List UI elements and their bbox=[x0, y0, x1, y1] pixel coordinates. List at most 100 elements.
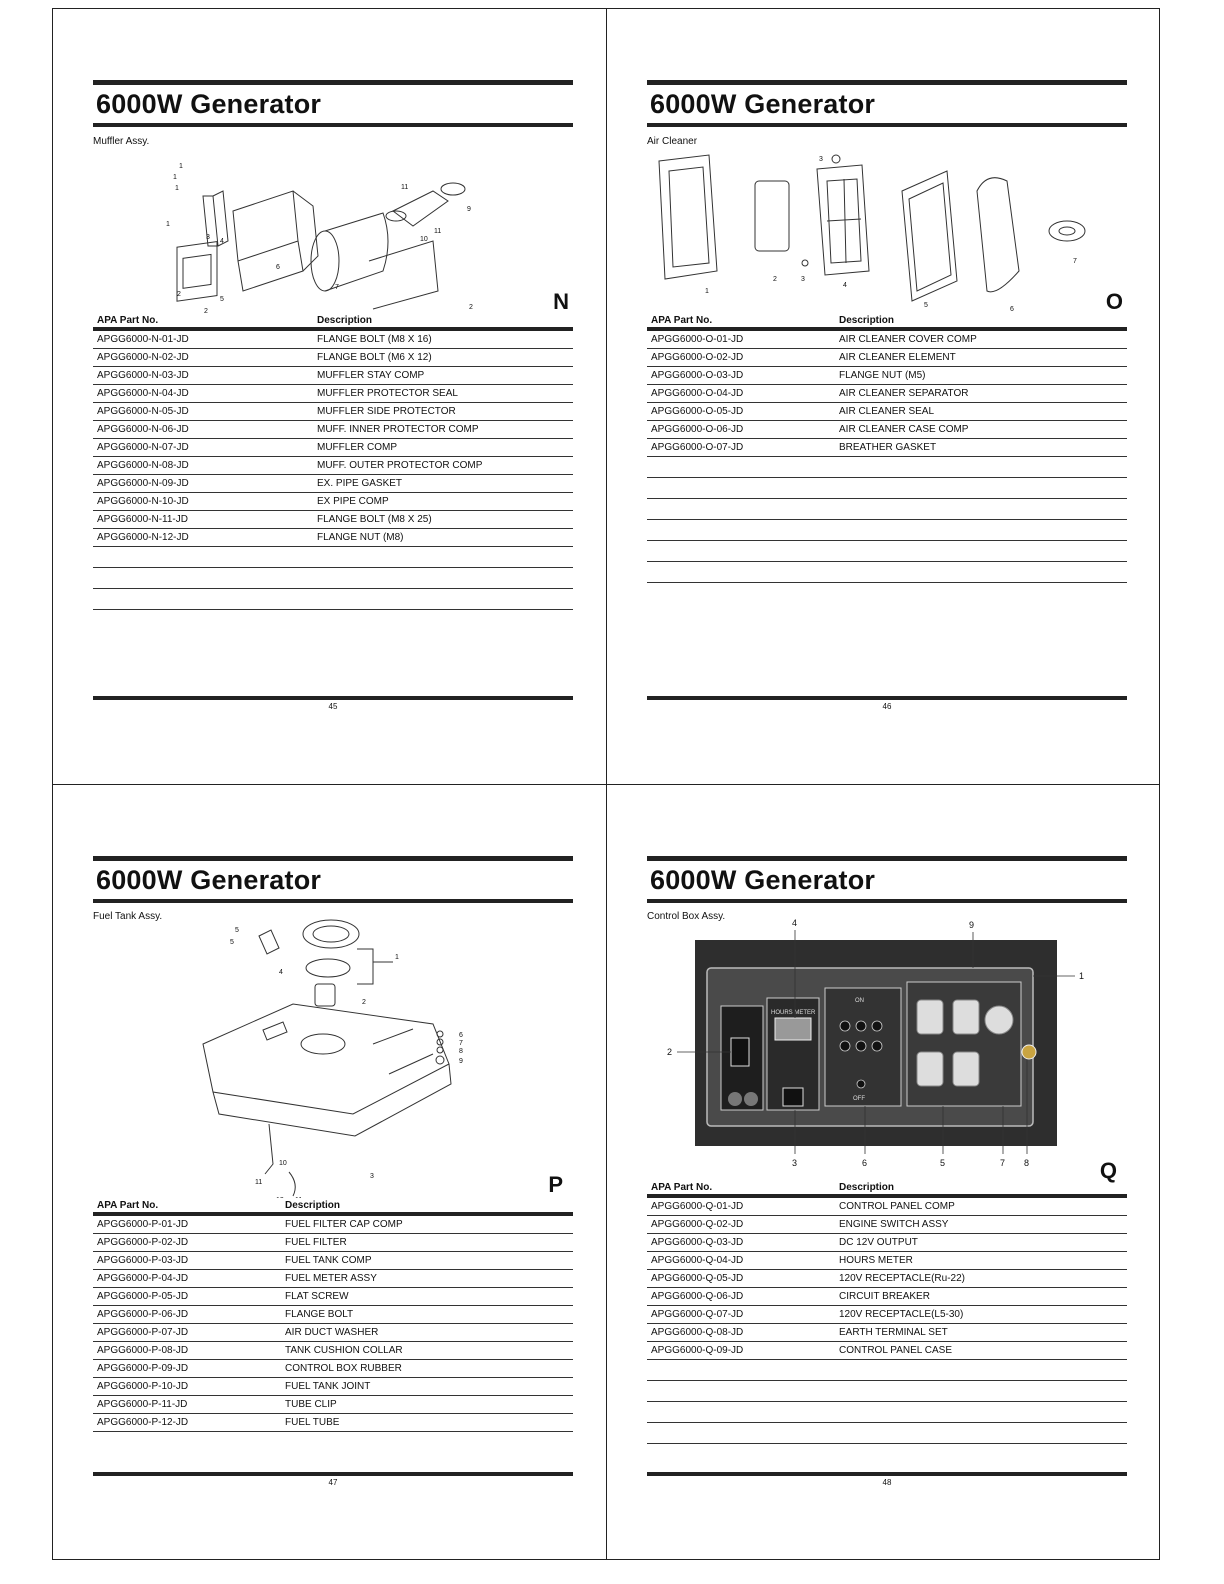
part-number: APGG6000-Q-03-JD bbox=[651, 1237, 744, 1248]
callout-label: 5 bbox=[220, 296, 224, 303]
part-description: FLANGE BOLT bbox=[285, 1309, 354, 1320]
part-number: APGG6000-P-10-JD bbox=[97, 1381, 189, 1392]
blank-row bbox=[647, 541, 1127, 562]
callout-label: 9 bbox=[467, 206, 471, 213]
callout-label: 5 bbox=[230, 939, 234, 946]
description-header: Description bbox=[839, 315, 895, 326]
callout-label: 7 bbox=[1000, 1158, 1005, 1168]
callout-label: 5 bbox=[235, 927, 239, 934]
part-description: 120V RECEPTACLE(L5-30) bbox=[839, 1309, 964, 1320]
callout-label: 6 bbox=[459, 1032, 463, 1039]
callout-label: 9 bbox=[459, 1058, 463, 1065]
callout-label: 8 bbox=[1024, 1158, 1029, 1168]
page-title: 6000W Generator bbox=[96, 89, 322, 119]
part-description: DC 12V OUTPUT bbox=[839, 1237, 918, 1248]
part-number: APGG6000-P-11-JD bbox=[97, 1399, 188, 1410]
part-description: AIR CLEANER SEPARATOR bbox=[839, 388, 969, 399]
title-rule bbox=[647, 80, 1127, 85]
part-number: APGG6000-P-08-JD bbox=[97, 1345, 189, 1356]
callout-label: 7 bbox=[459, 1040, 463, 1047]
part-description: FLAT SCREW bbox=[285, 1291, 349, 1302]
blank-row bbox=[647, 562, 1127, 583]
part-number: APGG6000-P-12-JD bbox=[97, 1417, 189, 1428]
part-description: EX PIPE COMP bbox=[317, 496, 389, 507]
part-description: TANK CUSHION COLLAR bbox=[285, 1345, 403, 1356]
title-rule bbox=[93, 80, 573, 85]
title-rule bbox=[93, 856, 573, 861]
part-description: FLANGE NUT (M5) bbox=[839, 370, 926, 381]
callout-label: 1 bbox=[175, 185, 179, 192]
callout-label: 1 bbox=[395, 954, 399, 961]
table-row: APGG6000-P-08-JD TANK CUSHION COLLAR bbox=[93, 1342, 573, 1360]
description-header: Description bbox=[285, 1200, 341, 1211]
header-rule bbox=[647, 1194, 1127, 1198]
part-number: APGG6000-P-02-JD bbox=[97, 1237, 189, 1248]
assembly-name: Fuel Tank Assy. bbox=[93, 911, 163, 922]
callout-label: 12 bbox=[276, 1197, 284, 1198]
part-number: APGG6000-P-07-JD bbox=[97, 1327, 189, 1338]
part-description: FUEL FILTER bbox=[285, 1237, 347, 1248]
page-number: 48 bbox=[882, 1478, 892, 1487]
part-description: EARTH TERMINAL SET bbox=[839, 1327, 948, 1338]
table-header: APA Part No. Description bbox=[93, 1198, 573, 1211]
part-description: 120V RECEPTACLE(Ru-22) bbox=[839, 1273, 965, 1284]
part-description: MUFF. OUTER PROTECTOR COMP bbox=[317, 460, 483, 471]
callout-label: 9 bbox=[969, 920, 974, 930]
table-header: APA Part No. Description bbox=[647, 1180, 1127, 1193]
part-description: AIR DUCT WASHER bbox=[285, 1327, 379, 1338]
part-no-header: APA Part No. bbox=[651, 1182, 713, 1193]
page-number: 47 bbox=[328, 1478, 338, 1487]
part-number: APGG6000-O-03-JD bbox=[651, 370, 744, 381]
part-description: MUFF. INNER PROTECTOR COMP bbox=[317, 424, 479, 435]
callout-label: 3 bbox=[370, 1173, 374, 1180]
page-title: 6000W Generator bbox=[650, 865, 876, 895]
part-description: FLANGE NUT (M8) bbox=[317, 532, 404, 543]
page-number: 45 bbox=[328, 702, 338, 711]
callout-label: 10 bbox=[279, 1160, 287, 1167]
part-number: APGG6000-N-09-JD bbox=[97, 478, 189, 489]
part-number: APGG6000-N-05-JD bbox=[97, 406, 189, 417]
header-rule bbox=[93, 327, 573, 331]
part-description: MUFFLER STAY COMP bbox=[317, 370, 425, 381]
table-row: APGG6000-O-04-JD AIR CLEANER SEPARATOR bbox=[647, 385, 1127, 403]
callout-label: 3 bbox=[819, 156, 823, 163]
air-cleaner-drawing: 1 2 3 3 4 5 6 7 bbox=[658, 154, 1086, 313]
table-row: APGG6000-O-03-JD FLANGE NUT (M5) bbox=[647, 367, 1127, 385]
part-description: MUFFLER SIDE PROTECTOR bbox=[317, 406, 456, 417]
callout-label: 11 bbox=[255, 1179, 262, 1186]
off-label: OFF bbox=[853, 1096, 865, 1102]
part-description: CIRCUIT BREAKER bbox=[839, 1291, 930, 1302]
part-description: MUFFLER COMP bbox=[317, 442, 397, 453]
horizontal-divider bbox=[52, 784, 1160, 785]
section-letter: Q bbox=[1099, 1158, 1117, 1183]
table-row: APGG6000-P-07-JD AIR DUCT WASHER bbox=[93, 1324, 573, 1342]
part-number: APGG6000-N-01-JD bbox=[97, 334, 189, 345]
assembly-name: Air Cleaner bbox=[647, 136, 698, 147]
part-number: APGG6000-P-04-JD bbox=[97, 1273, 189, 1284]
part-number: APGG6000-N-02-JD bbox=[97, 352, 189, 363]
section-letter: N bbox=[553, 289, 569, 314]
callout-label: 4 bbox=[792, 918, 797, 928]
part-number: APGG6000-Q-04-JD bbox=[651, 1255, 744, 1266]
part-number: APGG6000-O-06-JD bbox=[651, 424, 744, 435]
page-panel-q: 6000W Generator Control Box Assy. bbox=[647, 856, 1127, 1487]
title-rule bbox=[647, 899, 1127, 903]
part-number: APGG6000-O-04-JD bbox=[651, 388, 744, 399]
callout-label: 1 bbox=[705, 288, 709, 295]
footer-rule bbox=[93, 1472, 573, 1476]
blank-row bbox=[647, 1402, 1127, 1423]
